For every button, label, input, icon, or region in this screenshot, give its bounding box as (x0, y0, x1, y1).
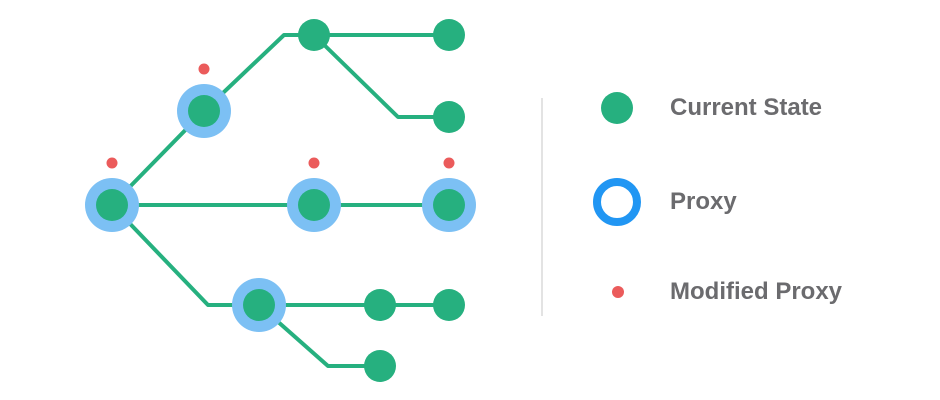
node-lower-branch (232, 278, 286, 332)
legend-item-current-state: Current State (585, 78, 915, 138)
green-dot-icon-shape (601, 92, 633, 124)
node-middle-leaf (422, 157, 476, 232)
node-lower-right-leaf (433, 289, 465, 321)
blue-ring-icon-shape (593, 178, 641, 226)
legend-item-modified-proxy: Modified Proxy (585, 262, 915, 322)
state-tree-diagram (85, 19, 476, 382)
node-lower-bottom-leaf (364, 350, 396, 382)
legend-label-current-state: Current State (670, 94, 823, 121)
node-middle-node (287, 157, 341, 232)
state-dot (298, 19, 330, 51)
modified-marker (106, 157, 118, 169)
state-dot (96, 189, 128, 221)
node-upper-branch (177, 63, 231, 138)
state-dot (364, 350, 396, 382)
nodes-layer (85, 19, 476, 382)
state-dot (243, 289, 275, 321)
node-upper-top-leaf (433, 19, 465, 51)
legend-divider (541, 98, 543, 316)
edge-upper-fork-to-upper-bottom-leaf (312, 33, 451, 119)
node-upper-fork (298, 19, 330, 51)
red-dot-icon (612, 286, 624, 298)
legend-item-proxy: Proxy (585, 172, 915, 232)
state-dot (364, 289, 396, 321)
edge-lower-branch-to-lower-bottom-leaf (257, 303, 382, 368)
green-dot-icon (601, 92, 633, 124)
state-dot (433, 101, 465, 133)
red-dot-icon-shape (612, 286, 624, 298)
modified-marker (308, 157, 320, 169)
node-lower-child (364, 289, 396, 321)
state-dot (433, 289, 465, 321)
modified-marker (443, 157, 455, 169)
node-root (85, 157, 139, 232)
state-dot (298, 189, 330, 221)
state-dot (433, 19, 465, 51)
legend-label-proxy: Proxy (670, 188, 737, 215)
state-dot (433, 189, 465, 221)
legend-label-modified-proxy: Modified Proxy (670, 278, 843, 305)
blue-ring-icon (593, 178, 641, 226)
state-dot (188, 95, 220, 127)
modified-marker (198, 63, 210, 75)
node-upper-bottom-leaf (433, 101, 465, 133)
